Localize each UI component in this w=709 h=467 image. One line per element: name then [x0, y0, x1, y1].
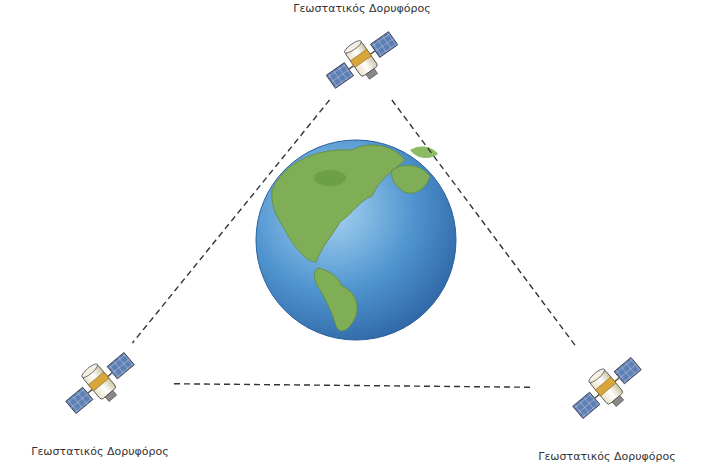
- satellite-label: Γεωστατικός Δορυφόρος: [291, 2, 432, 16]
- satellite-node: Γεωστατικός Δορυφόρος: [26, 343, 174, 459]
- satellite-label: Γεωστατικός Δορυφόρος: [29, 445, 170, 459]
- satellite-node: Γεωστατικός Δορυφόρος: [288, 2, 436, 100]
- dashed-link: [174, 384, 533, 388]
- dashed-link: [132, 100, 329, 343]
- satellite-icon: [59, 344, 142, 423]
- dashed-link: [392, 100, 577, 348]
- earth: [256, 140, 456, 340]
- satellite-node: Γεωστατικός Δορυφόρος: [533, 348, 681, 464]
- satellite-icon: [320, 23, 405, 99]
- satellite-icon: [566, 349, 649, 428]
- satellite-label: Γεωστατικός Δορυφόρος: [536, 450, 677, 464]
